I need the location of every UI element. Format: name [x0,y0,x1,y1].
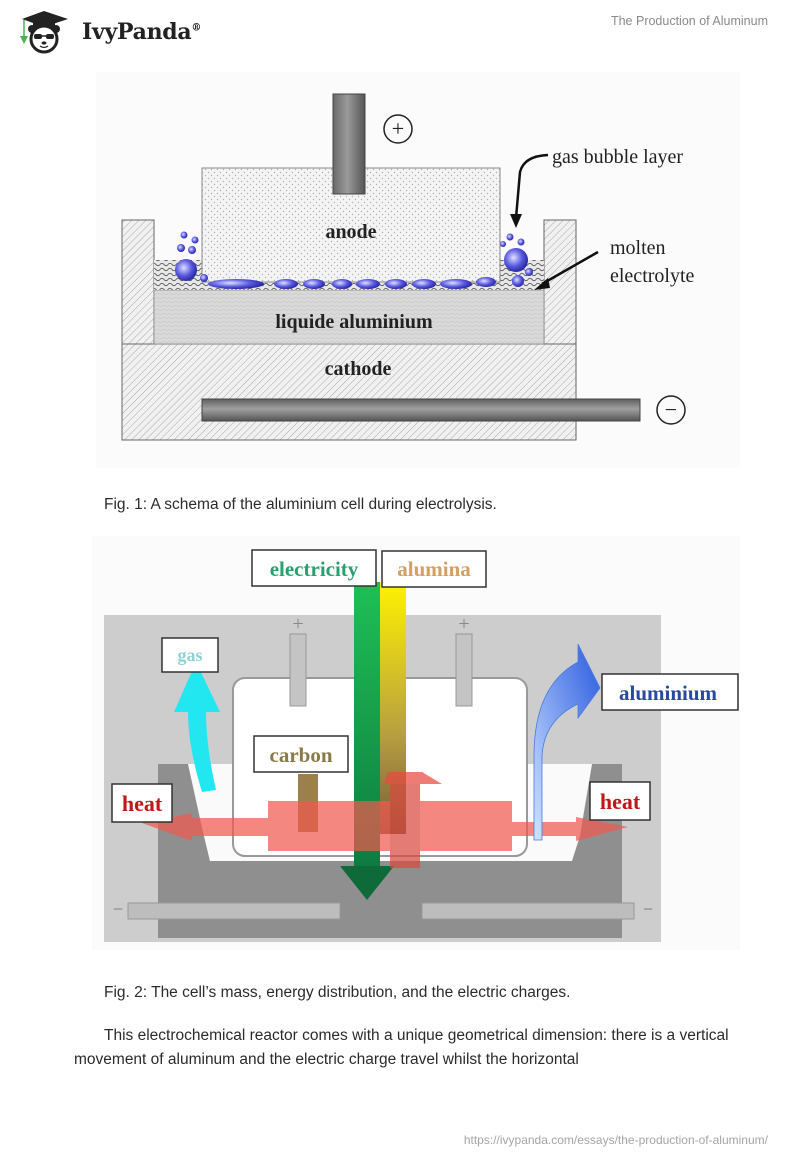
gas-label: gas [177,645,202,665]
electrolyte-arrow [541,250,599,286]
figure-2: + + − − electricity alumina gas [92,536,740,950]
plus-right-sign: + [458,613,469,635]
minus-left-sign: − [113,899,123,919]
negative-sign: − [665,397,677,422]
positive-terminal-icon [383,114,413,144]
gas-bubble-layer-label: gas bubble layer [552,146,683,168]
liquid-aluminium-layer [153,289,545,345]
body-paragraph-text: This electrochemical reactor comes with … [74,1027,729,1068]
pot-shell [158,764,622,938]
heat-right-label-box [589,781,651,821]
cathode-label: cathode [325,358,392,380]
gas-label-box [161,637,219,673]
aluminium-arrow [533,643,601,841]
alumina-label: alumina [397,557,471,581]
gas-bubbles [175,231,533,289]
brand-text: IvyPanda [82,19,192,45]
carbon-label-box [253,735,349,773]
anode-label: anode [325,221,376,243]
cathode-bar-right [421,902,635,920]
negative-terminal-icon [656,395,686,425]
anode-rod [332,93,366,195]
left-wall [121,219,155,345]
body-paragraph: This electrochemical reactor comes with … [74,1024,734,1072]
plus-left-sign: + [292,613,303,635]
anode-stem-left [289,633,307,707]
gas-arrow [174,662,220,792]
carbon-label: carbon [270,743,333,767]
anode-stem-right [455,633,473,707]
brand-name: IvyPanda® [82,19,201,45]
document-title: The Production of Aluminum [610,14,768,28]
source-url[interactable]: https://ivypanda.com/essays/the-producti… [463,1133,768,1147]
heat-right-label: heat [600,789,641,814]
electricity-label: electricity [270,557,359,581]
cathode-rod [201,398,641,422]
panda-graduate-icon [20,11,68,54]
cell-energy-distribution-diagram: + + − − electricity alumina gas [104,549,739,942]
registered-mark: ® [191,22,202,34]
gas-bubble-arrow [514,153,549,219]
aluminium-label: aluminium [619,681,718,705]
figure-1-caption: Fig. 1: A schema of the aluminium cell d… [104,496,497,513]
electrolyte-label: electrolyte [610,265,695,287]
ivypanda-logo[interactable]: IvyPanda® [16,10,201,54]
aluminium-label-box [601,673,739,711]
liquid-aluminium-label: liquide aluminium [275,311,433,333]
heat-left-label: heat [122,791,163,816]
figure-1: + − anode liquide aluminium cathode gas … [96,72,740,468]
heat-left-label-box [111,783,173,823]
minus-right-sign: − [643,899,653,919]
figure-2-caption: Fig. 2: The cell’s mass, energy distribu… [104,984,571,1001]
positive-sign: + [392,116,404,141]
aluminium-cell-schema: + − anode liquide aluminium cathode gas … [121,93,695,441]
alumina-label-box [381,550,487,588]
molten-label: molten [610,237,666,259]
cathode-bar-left [127,902,341,920]
electricity-label-box [251,549,377,587]
